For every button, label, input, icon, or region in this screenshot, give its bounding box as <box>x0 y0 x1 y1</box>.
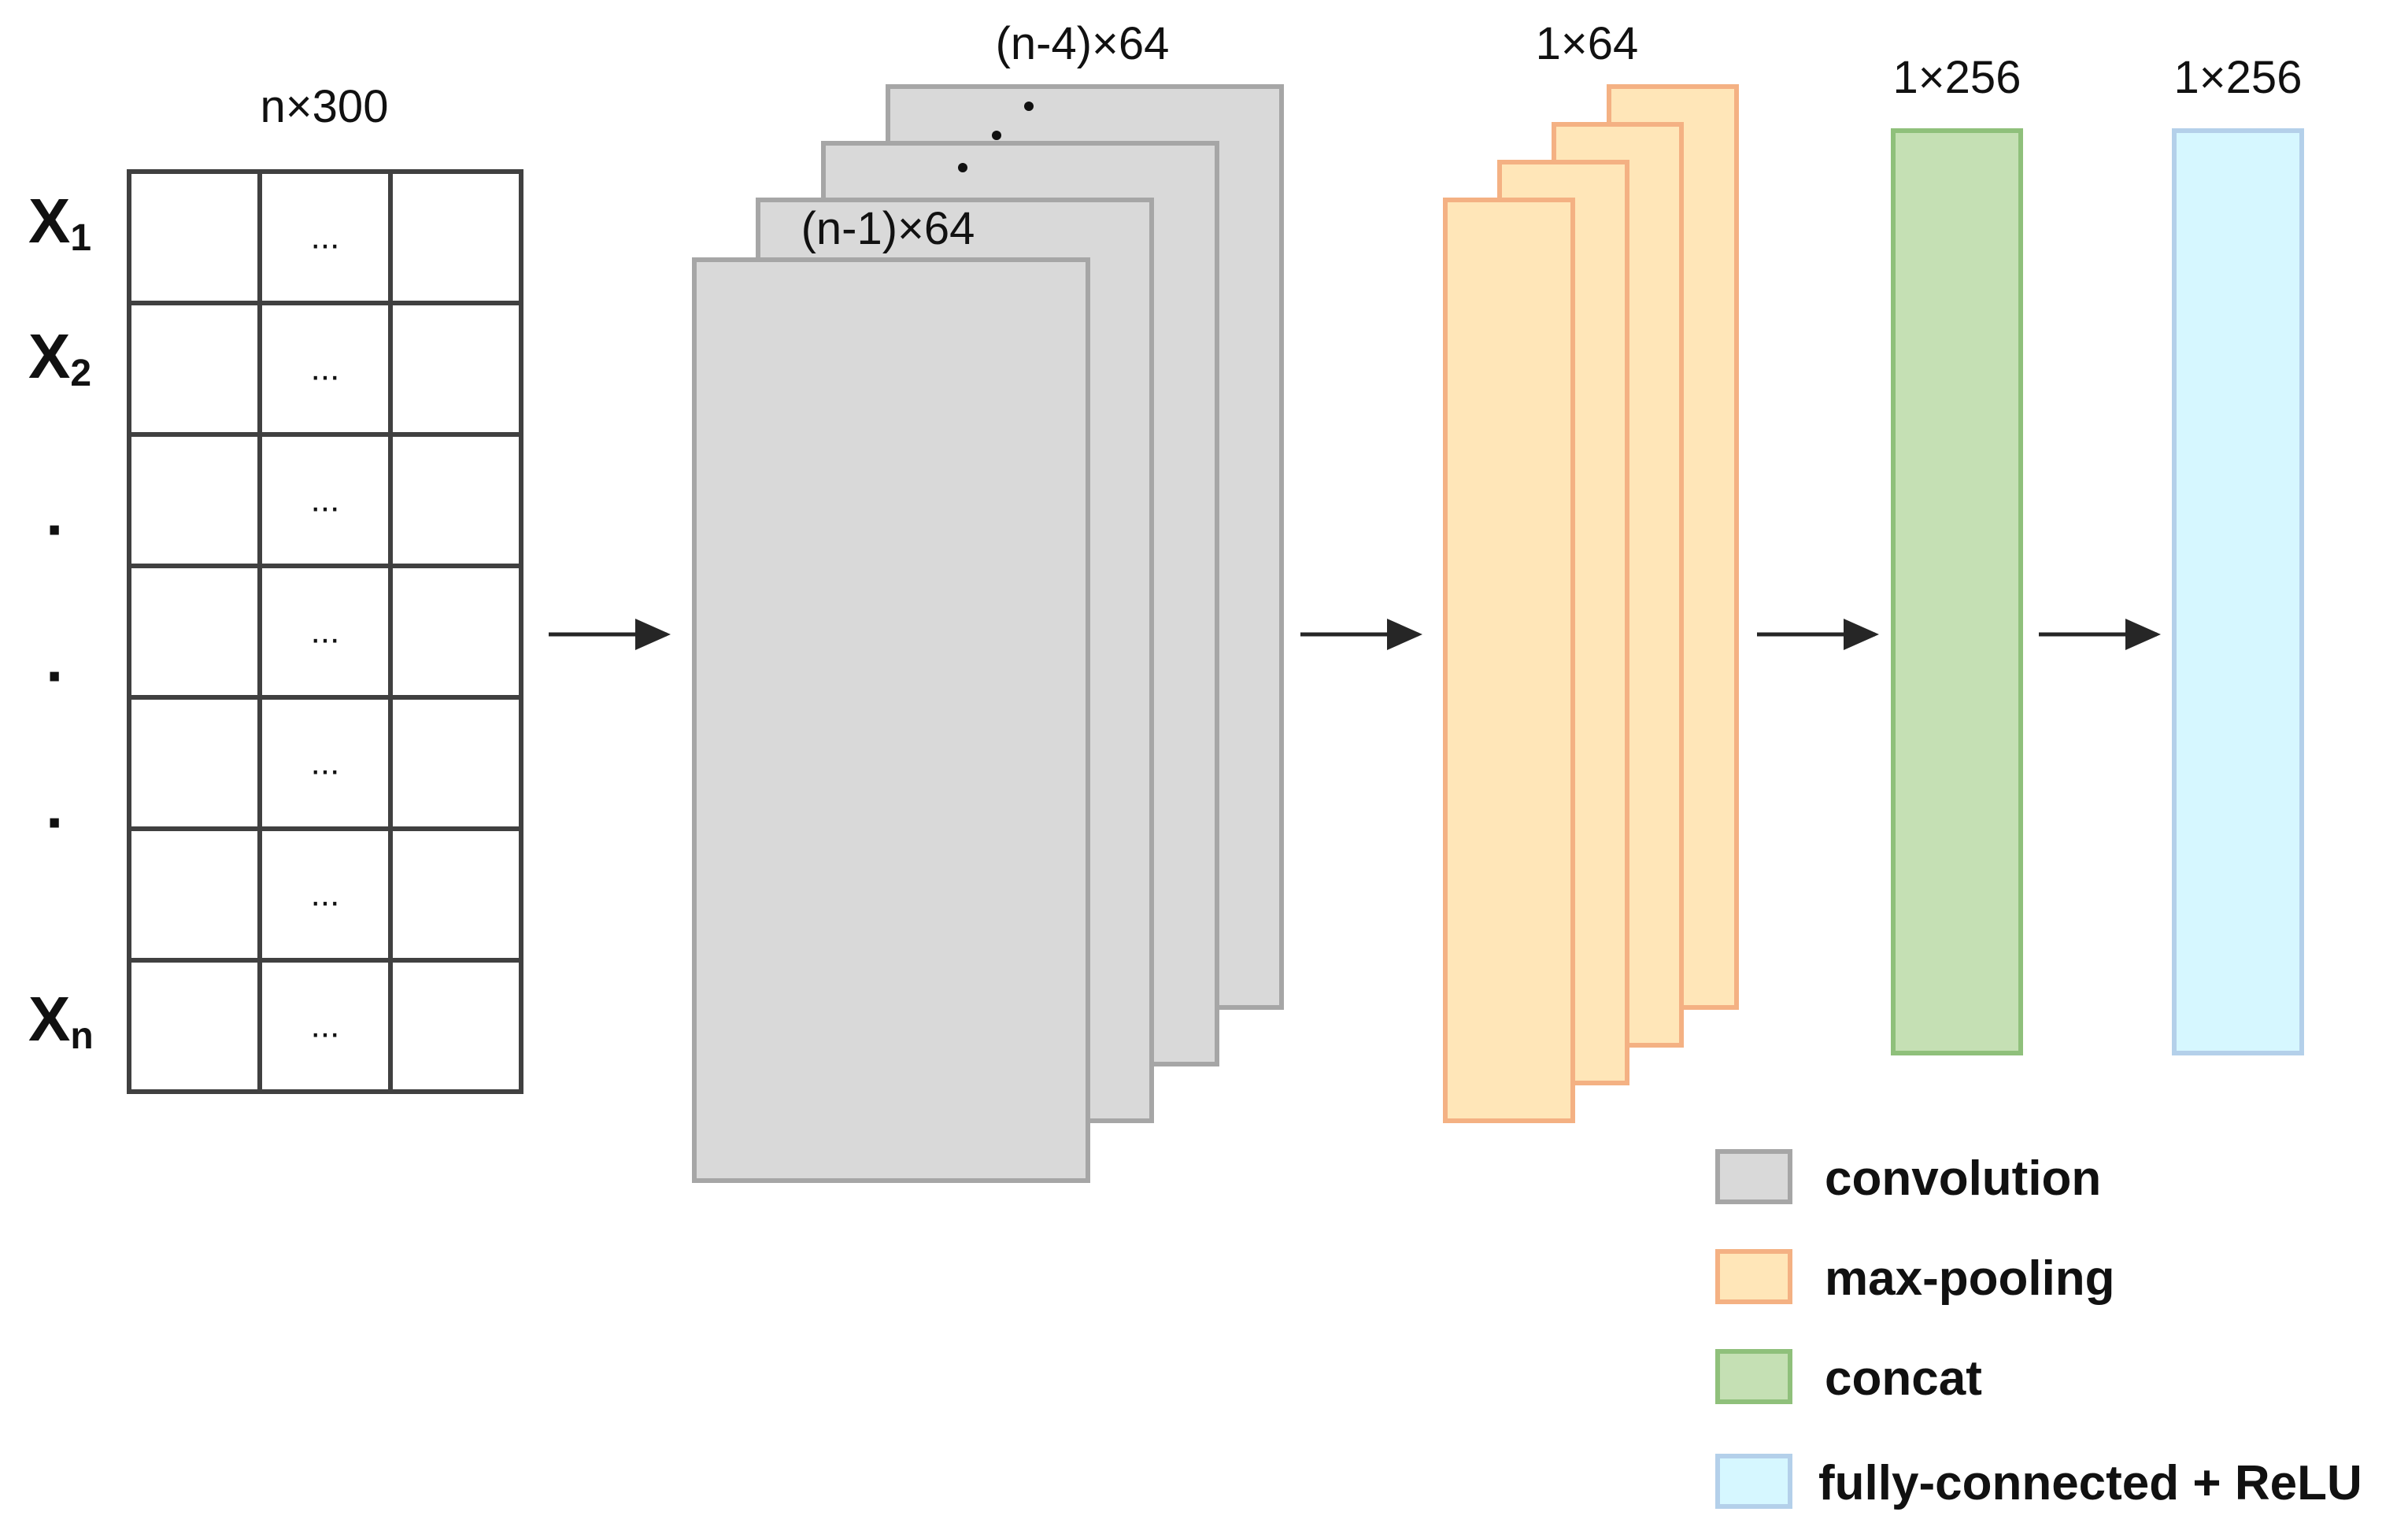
pool-vector-1 <box>1443 198 1575 1123</box>
row-ellipsis-dot: · <box>46 787 67 857</box>
legend-swatch-convolution <box>1715 1149 1792 1204</box>
legend: convolution max-pooling concat fully-con… <box>1715 1149 2362 1510</box>
matrix-cell <box>257 169 393 305</box>
legend-label-fully-connected: fully-connected + ReLU <box>1818 1456 2362 1510</box>
matrix-cell <box>388 958 523 1094</box>
matrix-cell <box>388 826 523 963</box>
row-label-2: X2 <box>28 321 91 394</box>
matrix-cell <box>388 301 523 437</box>
input-matrix: ..................... <box>127 169 523 1094</box>
row-ellipsis-dot: · <box>46 641 67 711</box>
matrix-cell <box>127 301 262 437</box>
matrix-cell <box>127 695 262 831</box>
matrix-cell-ellipsis: ... <box>311 875 340 914</box>
matrix-cell <box>388 695 523 831</box>
matrix-cell-ellipsis: ... <box>311 481 340 519</box>
stack-dot <box>992 131 1001 140</box>
matrix-cell <box>257 958 393 1094</box>
fc-dim-label: 1×256 <box>2174 52 2303 103</box>
matrix-cell <box>388 169 523 305</box>
matrix-cell <box>127 564 262 700</box>
matrix-cell <box>127 432 262 568</box>
legend-label-convolution: convolution <box>1825 1151 2101 1206</box>
matrix-cell-ellipsis: ... <box>311 1007 340 1045</box>
matrix-cell <box>388 564 523 700</box>
matrix-cell-ellipsis: ... <box>311 744 340 782</box>
input-dim-label: n×300 <box>261 81 389 132</box>
stack-dot <box>958 163 967 172</box>
concat-dim-label: 1×256 <box>1893 52 2021 103</box>
maxpool-stack <box>1443 84 1739 1123</box>
matrix-cell-ellipsis: ... <box>311 612 340 651</box>
concat-vector <box>1891 128 2023 1055</box>
row-label-1: X1 <box>28 186 91 259</box>
conv-front-label: (n-1)×64 <box>801 203 975 254</box>
fc-vector <box>2172 128 2304 1055</box>
row-label-n: Xn <box>28 984 94 1057</box>
legend-swatch-max-pooling <box>1715 1249 1792 1304</box>
maxpool-dim-label: 1×64 <box>1536 18 1639 69</box>
legend-swatch-concat <box>1715 1349 1792 1404</box>
legend-label-max-pooling: max-pooling <box>1825 1251 2115 1306</box>
matrix-cell <box>127 958 262 1094</box>
conv-back-label: (n-4)×64 <box>996 18 1170 69</box>
conv-map-1 <box>692 257 1090 1183</box>
matrix-cell <box>388 432 523 568</box>
matrix-cell <box>257 826 393 963</box>
convolution-stack <box>692 84 1284 1183</box>
stack-dot <box>1024 102 1034 111</box>
matrix-cell-ellipsis: ... <box>311 349 340 388</box>
row-ellipsis-dot: · <box>46 494 67 564</box>
legend-label-concat: concat <box>1825 1351 1982 1406</box>
legend-swatch-fully-connected <box>1715 1454 1792 1509</box>
matrix-cell-ellipsis: ... <box>311 218 340 257</box>
matrix-cell <box>127 169 262 305</box>
matrix-cell <box>127 826 262 963</box>
